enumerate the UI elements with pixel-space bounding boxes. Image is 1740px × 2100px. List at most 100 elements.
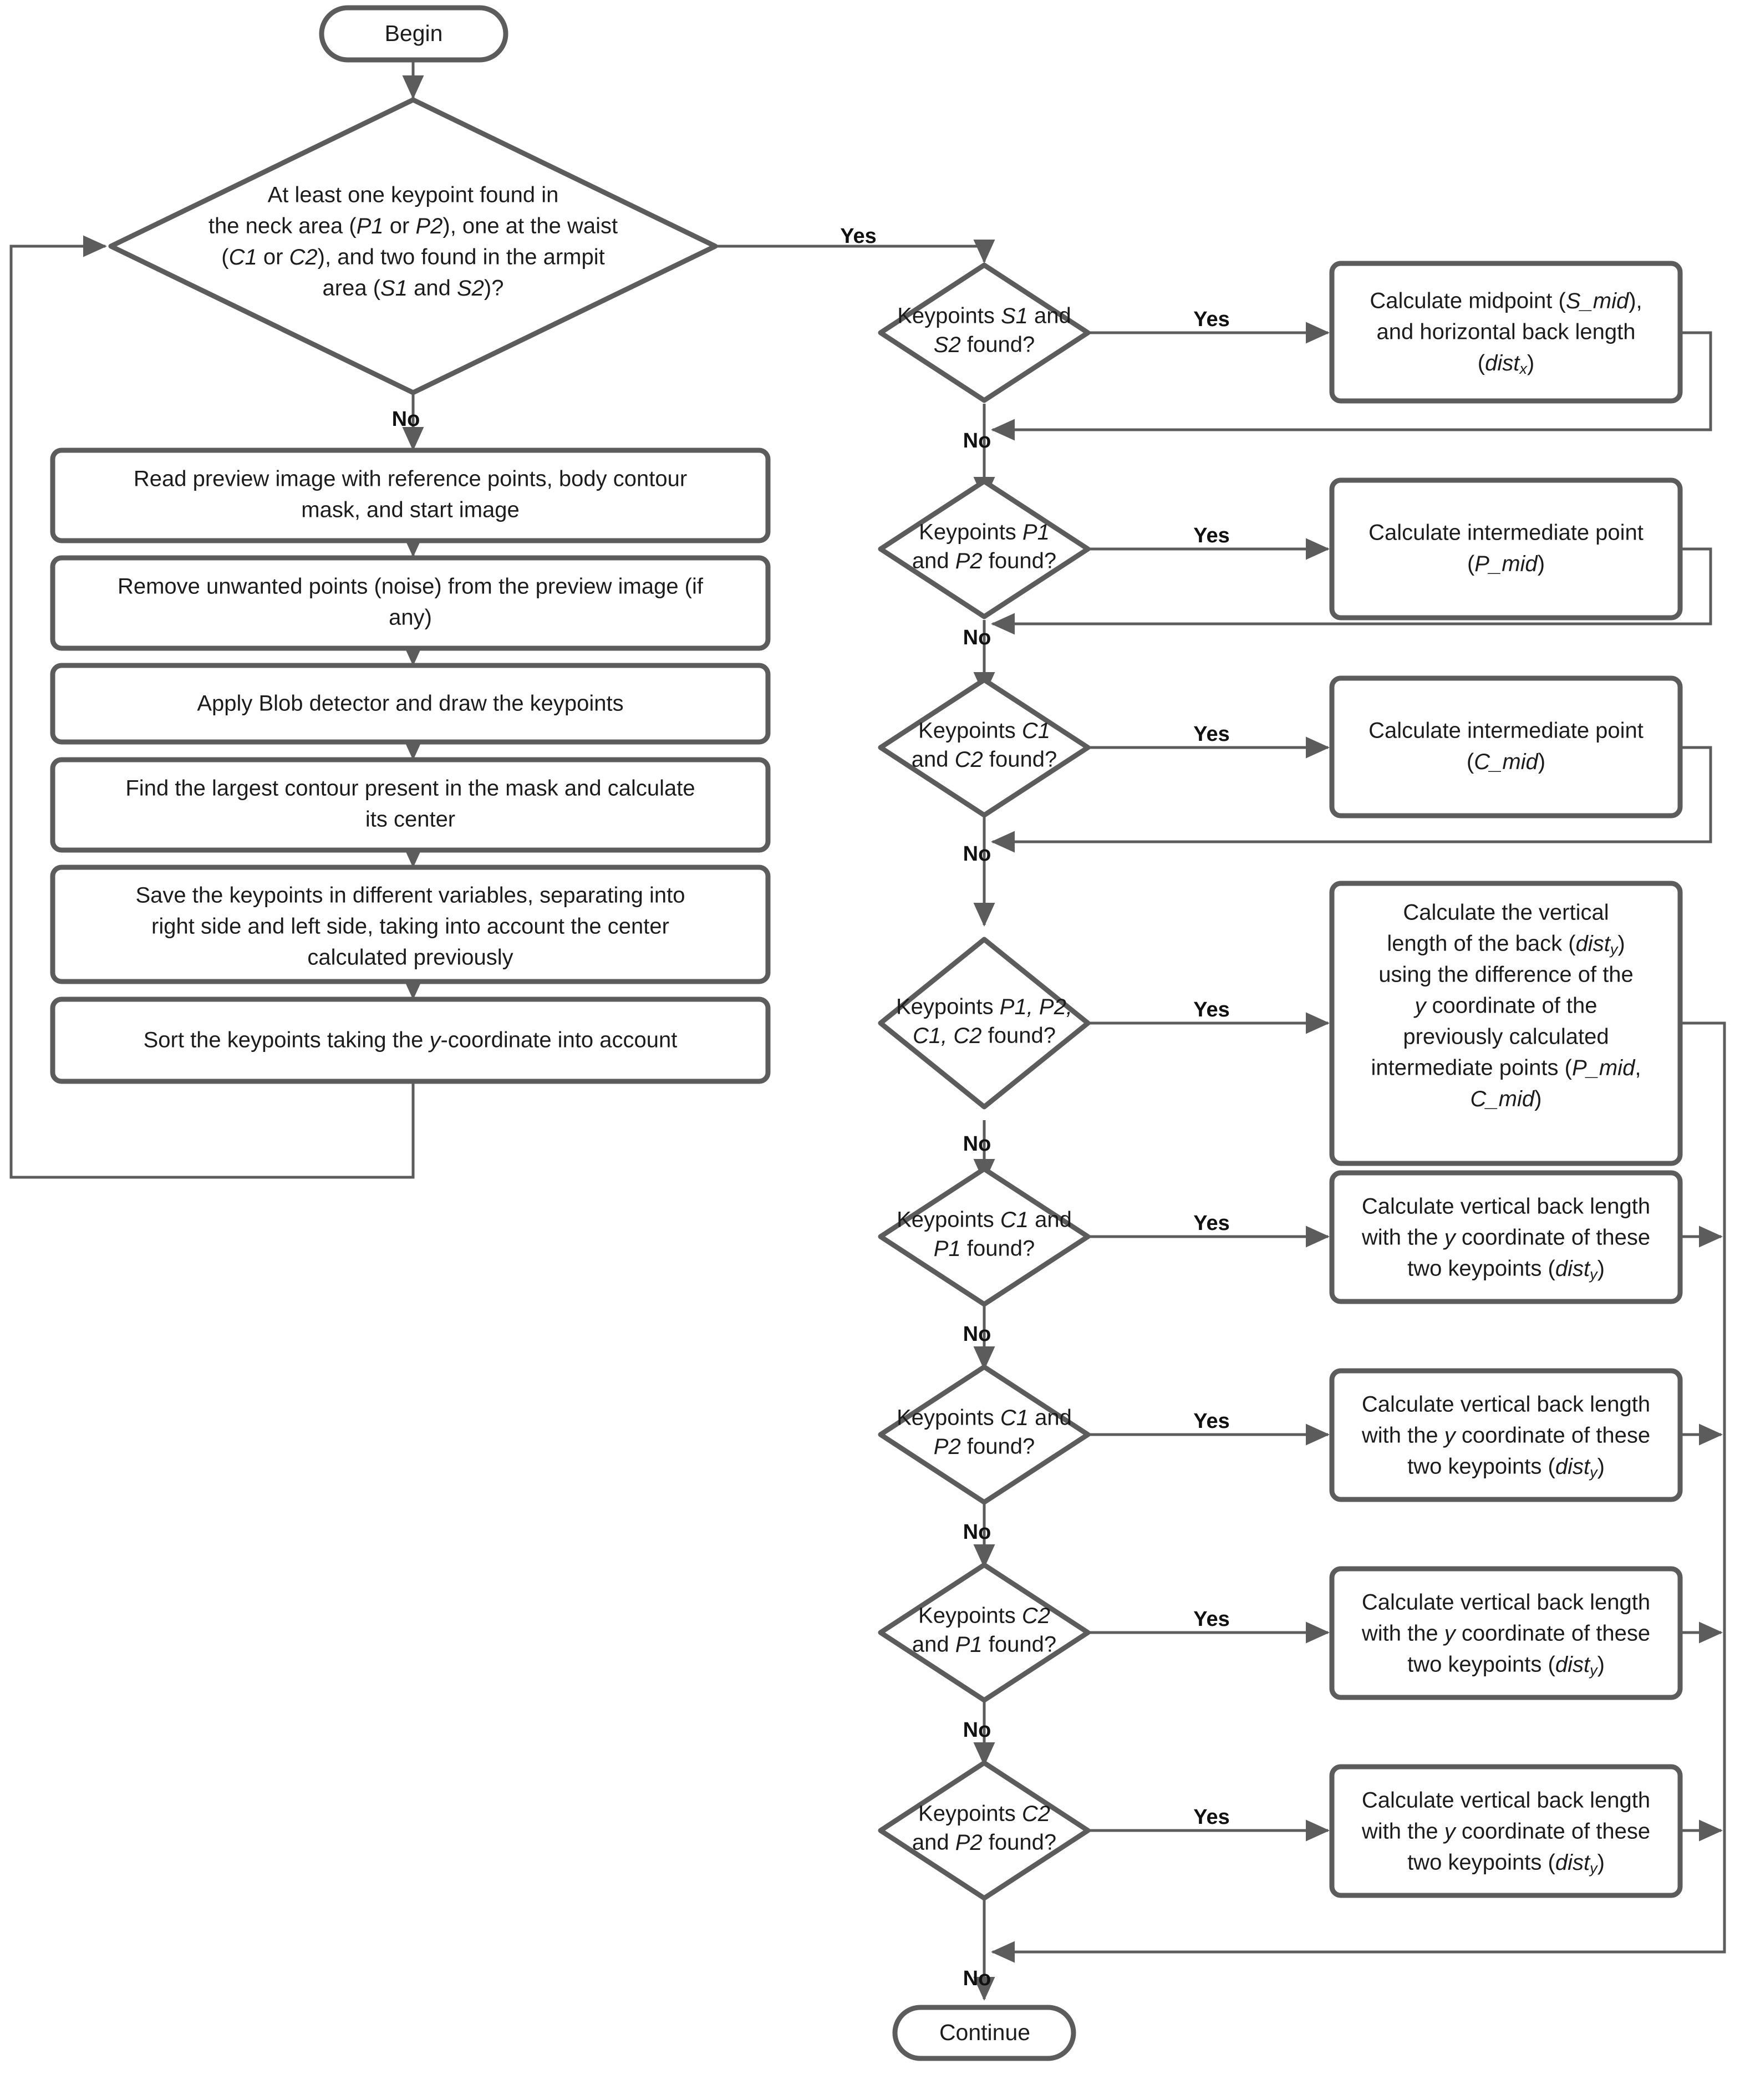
decision-c1-p2-line-2: P2 found? [934,1435,1035,1459]
process-intermediate-cmid: Calculate intermediate point (C_mid) [1329,675,1683,818]
process-sort-keypoints-line-1: Sort the keypoints taking the y-coordina… [144,1028,678,1052]
process-vertical-c1p1-line-3: two keypoints (disty) [1407,1257,1605,1283]
decision-c1-p2-line-1: Keypoints C1 and [897,1406,1072,1430]
process-vertical-length-mid-line-4: y coordinate of the [1413,994,1597,1018]
edge-label-s1s2-no: No [963,429,991,452]
decision-c1-c2-line-1: Keypoints C1 [918,719,1050,743]
decision-c2-p2-line-1: Keypoints C2 [918,1802,1050,1826]
decision-c2-p1-line-2: and P1 found? [912,1633,1056,1657]
process-remove-noise-line-2: any) [389,606,432,630]
decision-c2-p1: Keypoints C2 and P1 found? [878,1562,1091,1703]
process-vertical-c1p2-line-3: two keypoints (disty) [1407,1455,1605,1481]
process-vertical-c2p1: Calculate vertical back length with the … [1329,1566,1683,1700]
process-read-preview-line-1: Read preview image with reference points… [134,467,687,491]
decision-s1-s2-line-2: S2 found? [934,333,1035,357]
process-vertical-c2p2-line-1: Calculate vertical back length [1362,1788,1650,1813]
process-vertical-length-mid-line-7: C_mid) [1471,1087,1542,1111]
process-vertical-length-mid: Calculate the vertical length of the bac… [1329,881,1683,1166]
edge-label-c2p1-no: No [963,1718,991,1742]
edge-label-c1p1-no: No [963,1323,991,1346]
terminal-begin-label: Begin [385,21,443,46]
process-intermediate-cmid-line-2: (C_mid) [1467,750,1545,774]
edge-label-c2p2-no: No [963,1967,991,1990]
decision-c1-p1: Keypoints C1 and P1 found? [878,1166,1091,1307]
edge-loopback-to-main [9,235,415,1179]
process-vertical-c2p2-line-2: with the y coordinate of these [1361,1819,1650,1844]
decision-s1-s2: Keypoints S1 and S2 found? [878,262,1091,403]
edge-p1p2-return [991,547,1712,635]
edge-label-p1p2-no: No [963,626,991,649]
edge-label-p1p2-yes: Yes [1193,524,1230,547]
edge-label-c1p2-no: No [963,1521,991,1544]
decision-c1-c2: Keypoints C1 and C2 found? [878,677,1091,818]
decision-main-line-4: area (S1 and S2)? [323,276,504,301]
edge-label-p1p2c1c2-no: No [963,1132,991,1156]
decision-main: At least one keypoint found in the neck … [108,97,718,395]
process-vertical-c1p1: Calculate vertical back length with the … [1329,1170,1683,1304]
process-largest-contour-line-1: Find the largest contour present in the … [125,776,695,801]
decision-c1-p1-line-2: P1 found? [934,1237,1035,1261]
edge-label-s1s2-yes: Yes [1193,308,1230,331]
process-save-keypoints-line-1: Save the keypoints in different variable… [136,883,685,908]
process-midpoint-smid-line-1: Calculate midpoint (S_mid), [1370,289,1642,313]
edge-s1s2-return [991,331,1712,441]
decision-c2-p2: Keypoints C2 and P2 found? [878,1760,1091,1901]
terminal-continue-label: Continue [939,2020,1030,2045]
edge-bus-to-merge [991,1021,1726,1963]
process-sort-keypoints: Sort the keypoints taking the y-coordina… [50,996,771,1084]
process-vertical-c2p2: Calculate vertical back length with the … [1329,1764,1683,1898]
edge-label-c1p2-yes: Yes [1193,1410,1230,1433]
process-vertical-c2p1-line-3: two keypoints (disty) [1407,1652,1605,1679]
decision-s1-s2-line-1: Keypoints S1 and [897,304,1071,328]
process-vertical-c1p2-line-1: Calculate vertical back length [1362,1392,1650,1417]
edge-label-p1p2c1c2-yes: Yes [1193,998,1230,1021]
process-save-keypoints: Save the keypoints in different variable… [50,865,771,984]
edge-label-c2p2-yes: Yes [1193,1806,1230,1829]
process-remove-noise: Remove unwanted points (noise) from the … [50,555,771,651]
decision-p1p2c1c2-line-2: C1, C2 found? [913,1024,1056,1048]
edge-label-c2p1-yes: Yes [1193,1608,1230,1631]
process-intermediate-pmid-line-2: (P_mid) [1467,552,1545,576]
terminal-continue: Continue [892,2005,1076,2061]
edge-label-c1c2-no: No [963,842,991,866]
process-vertical-c1p2: Calculate vertical back length with the … [1329,1368,1683,1502]
edge-label-main-no: No [392,408,420,431]
process-read-preview: Read preview image with reference points… [50,448,771,543]
edge-c1c2-return [991,746,1712,853]
decision-p1-p2: Keypoints P1 and P2 found? [878,479,1091,619]
process-save-keypoints-line-2: right side and left side, taking into ac… [151,914,669,939]
edge-main-yes [716,240,995,263]
process-read-preview-line-2: mask, and start image [301,498,520,522]
process-largest-contour-line-2: its center [365,807,455,832]
decision-p1p2c1c2-line-1: Keypoints P1, P2, [896,995,1072,1019]
decision-c2-p2-line-2: and P2 found? [912,1830,1056,1855]
decision-c2-p1-line-1: Keypoints C2 [918,1604,1050,1628]
decision-p1-p2-c1-c2: Keypoints P1, P2, C1, C2 found? [878,937,1091,1110]
process-vertical-c1p2-line-2: with the y coordinate of these [1361,1423,1650,1448]
process-blob-detector: Apply Blob detector and draw the keypoin… [50,663,771,745]
process-vertical-length-mid-line-2: length of the back (disty) [1387,932,1625,958]
decision-main-line-3: (C1 or C2), and two found in the armpit [221,245,604,270]
edge-label-main-yes: Yes [840,225,877,248]
process-vertical-c2p1-line-2: with the y coordinate of these [1361,1621,1650,1646]
process-vertical-length-mid-line-3: using the difference of the [1378,963,1634,987]
process-vertical-length-mid-line-1: Calculate the vertical [1403,901,1609,925]
process-midpoint-smid-line-3: (distx) [1478,351,1534,378]
edge-label-c1c2-yes: Yes [1193,723,1230,746]
decision-main-line-2: the neck area (P1 or P2), one at the wai… [208,214,618,238]
connectors [9,59,1726,2001]
decision-c1-c2-line-2: and C2 found? [912,748,1057,772]
process-intermediate-cmid-line-1: Calculate intermediate point [1368,719,1644,743]
edge-label-c1p1-yes: Yes [1193,1212,1230,1235]
process-vertical-c2p1-line-1: Calculate vertical back length [1362,1590,1650,1615]
terminal-begin: Begin [319,5,508,63]
decision-c1-p1-line-1: Keypoints C1 and [897,1208,1072,1232]
process-vertical-length-mid-line-6: intermediate points (P_mid, [1371,1056,1641,1080]
decision-p1-p2-line-2: and P2 found? [912,549,1056,573]
process-midpoint-smid: Calculate midpoint (S_mid), and horizont… [1329,261,1683,404]
process-vertical-length-mid-line-5: previously calculated [1403,1025,1609,1049]
process-save-keypoints-line-3: calculated previously [307,945,513,970]
process-vertical-c2p2-line-3: two keypoints (disty) [1407,1850,1605,1877]
